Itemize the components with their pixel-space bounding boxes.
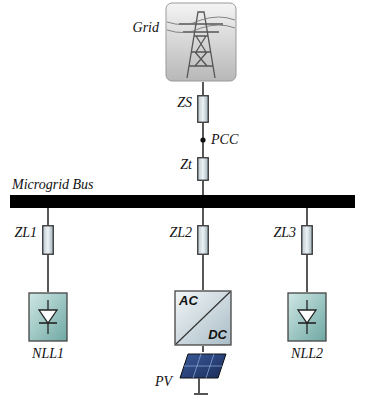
wire <box>202 346 203 352</box>
wire <box>306 255 307 292</box>
converter-outline <box>175 291 231 345</box>
diode-triangle <box>298 310 316 323</box>
node-label: Zt <box>180 157 192 172</box>
node-label: NLL1 <box>32 346 64 361</box>
rectifier-load: NLL1 <box>28 292 68 342</box>
rectifier-outline <box>288 293 326 341</box>
wire <box>202 255 203 290</box>
impedance-outline <box>198 96 209 123</box>
impedance-box-shape <box>301 225 313 255</box>
node-label: DC <box>208 328 227 342</box>
impedance-box: ZL3 <box>301 225 313 255</box>
pcc-label: PCC <box>211 132 238 147</box>
wire <box>47 255 48 292</box>
panel-stand <box>194 378 208 394</box>
wire <box>202 181 203 195</box>
diode-bar <box>298 322 316 324</box>
node-label: ZL3 <box>273 225 296 240</box>
panel-cells <box>184 354 222 378</box>
converter-diagonal <box>176 292 230 344</box>
pv-panel: PV <box>178 352 228 396</box>
node-label: Microgrid Bus <box>12 177 94 192</box>
bus-bar-shape <box>10 195 355 208</box>
grid-icon-shape <box>165 2 237 82</box>
impedance-box-shape <box>197 95 209 123</box>
node-label: AC <box>179 294 198 308</box>
bus-fill <box>10 195 355 208</box>
node-label: ZL2 <box>169 225 192 240</box>
impedance-outline <box>43 226 54 255</box>
impedance-box: ZL2 <box>197 225 209 255</box>
node-label: PV <box>155 374 172 389</box>
impedance-box-shape <box>42 225 54 255</box>
node-label: ZL1 <box>14 225 37 240</box>
rectifier-load-shape <box>28 292 68 342</box>
impedance-box: Zt <box>197 157 209 181</box>
impedance-outline <box>198 158 209 181</box>
impedance-box-shape <box>197 225 209 255</box>
wire <box>202 82 203 95</box>
impedance-box-shape <box>197 157 209 181</box>
wire <box>47 208 48 225</box>
wire <box>306 208 307 225</box>
grid-icon: Grid <box>165 2 237 82</box>
impedance-box: ZL1 <box>42 225 54 255</box>
wire <box>202 208 203 225</box>
diode-triangle <box>39 310 57 323</box>
panel-face <box>180 354 226 378</box>
node-label: Grid <box>133 20 159 35</box>
diode-bar <box>39 322 57 324</box>
rectifier-outline <box>29 293 67 341</box>
tower-lines <box>179 12 223 78</box>
wire <box>202 123 203 157</box>
impedance-outline <box>302 226 313 255</box>
rectifier-load: NLL2 <box>287 292 327 342</box>
converter-box: AC DC <box>174 290 232 346</box>
impedance-outline <box>198 226 209 255</box>
node-label: ZS <box>177 95 192 110</box>
node-label: NLL2 <box>291 346 323 361</box>
bus-bar: Microgrid Bus <box>10 195 355 208</box>
grid-frame <box>166 3 236 81</box>
pv-panel-shape <box>178 352 228 396</box>
impedance-box: ZS <box>197 95 209 123</box>
power-lines <box>167 17 235 33</box>
rectifier-load-shape <box>287 292 327 342</box>
